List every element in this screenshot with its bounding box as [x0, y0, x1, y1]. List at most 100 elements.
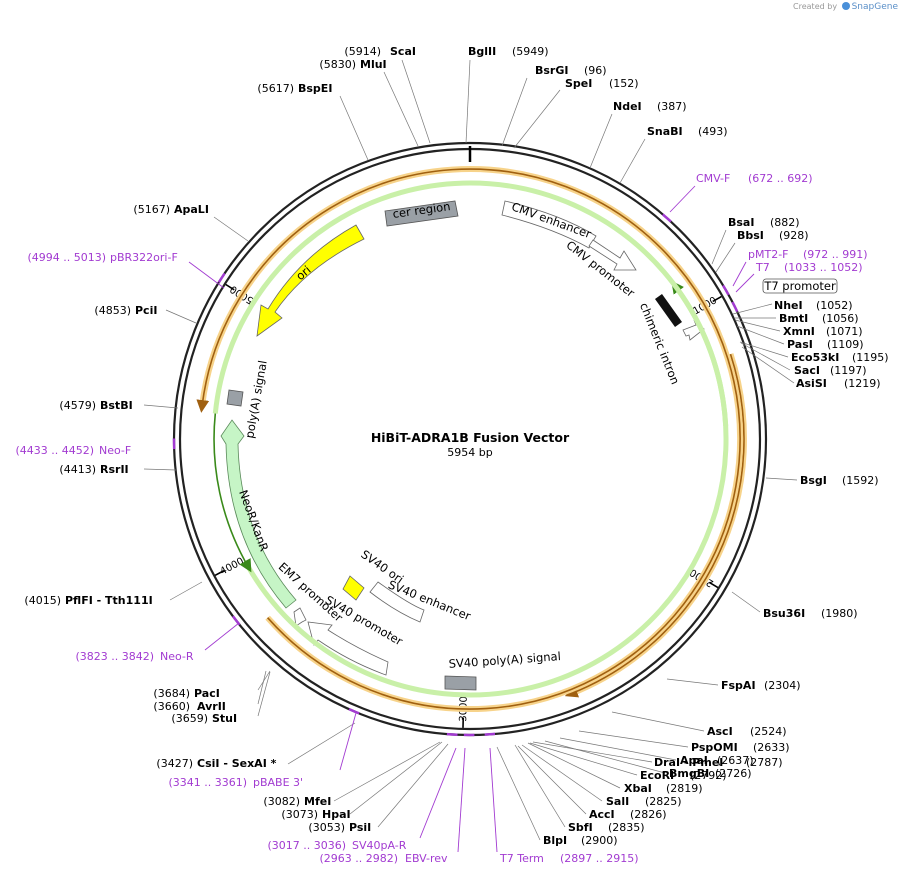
- primer-range: (3823 .. 3842): [75, 650, 154, 663]
- site-name[interactable]: BmtI: [779, 312, 808, 325]
- site-name[interactable]: CsiI - SexAI *: [197, 757, 277, 770]
- site-name[interactable]: Eco53kI: [791, 351, 839, 364]
- leader-line: [257, 670, 267, 705]
- site-name[interactable]: BstBI: [100, 399, 133, 412]
- primer-name[interactable]: CMV-F: [696, 172, 730, 185]
- leader-line: [544, 740, 666, 774]
- site-name[interactable]: PspOMI: [691, 741, 738, 754]
- site-name[interactable]: MfeI: [304, 795, 331, 808]
- site-name[interactable]: DraI - PmeI: [654, 756, 723, 769]
- site-leader-lines: [143, 59, 798, 841]
- feature-cer-region[interactable]: cer region: [384, 199, 459, 227]
- site-name[interactable]: XbaI: [624, 782, 652, 795]
- site-name[interactable]: SbfI: [568, 821, 593, 834]
- primer-name[interactable]: SV40pA-R: [352, 839, 407, 852]
- leader-line: [734, 319, 781, 332]
- site-name[interactable]: HpaI: [322, 808, 351, 821]
- site-name[interactable]: BmgBI: [669, 767, 709, 780]
- site-name[interactable]: SacI: [794, 364, 820, 377]
- site-name[interactable]: PflFI - Tth111I: [65, 594, 153, 607]
- cer-region-shape: [384, 200, 459, 227]
- leader-line: [532, 741, 653, 763]
- site-name[interactable]: ScaI: [390, 45, 416, 58]
- primer-name[interactable]: T7 Term: [499, 852, 544, 865]
- site-pos: (1592): [842, 474, 879, 487]
- primer-name[interactable]: Neo-R: [160, 650, 194, 663]
- bp-tick: [214, 569, 225, 577]
- site-pos: (2726): [715, 767, 752, 780]
- primer-leader: [419, 747, 457, 839]
- site-name[interactable]: BsrGI: [535, 64, 568, 77]
- site-name[interactable]: SnaBI: [647, 125, 683, 138]
- primer-leader: [204, 622, 240, 651]
- primer-name[interactable]: EBV-rev: [405, 852, 448, 865]
- green-left-halo: [212, 180, 729, 698]
- feature-t7-promoter[interactable]: T7 promoter: [762, 278, 838, 294]
- site-pos: (1197): [830, 364, 867, 377]
- site-pos: (882): [770, 216, 800, 229]
- credit-badge: Created by SnapGene: [793, 2, 898, 12]
- site-name[interactable]: ApaLI: [174, 203, 209, 216]
- site-name[interactable]: NdeI: [613, 100, 642, 113]
- site-pos: (1056): [822, 312, 859, 325]
- site-pos: (4853): [94, 304, 131, 317]
- site-name[interactable]: PciI: [135, 304, 157, 317]
- site-name[interactable]: AccI: [589, 808, 615, 821]
- site-name[interactable]: BbsI: [737, 229, 764, 242]
- site-pos: (2792): [690, 769, 727, 782]
- site-pos: (2524): [750, 725, 787, 738]
- feature-cmv-promoter[interactable]: CMV promoter: [564, 238, 638, 300]
- site-pos: (3659): [171, 712, 208, 725]
- site-name[interactable]: BsaI: [728, 216, 754, 229]
- leader-line: [496, 746, 541, 841]
- site-name[interactable]: BspEI: [298, 82, 332, 95]
- primer-range: (2897 .. 2915): [560, 852, 639, 865]
- site-name[interactable]: PasI: [787, 338, 813, 351]
- primer-name[interactable]: pBABE 3': [253, 776, 303, 789]
- site-name[interactable]: EcoRI: [640, 769, 674, 782]
- primer-name[interactable]: pMT2-F: [748, 248, 789, 261]
- site-name[interactable]: BglII: [468, 45, 496, 58]
- site-name[interactable]: AscI: [707, 725, 733, 738]
- primer-leader: [735, 273, 755, 293]
- site-name[interactable]: AvrII: [197, 700, 226, 713]
- primer-binding-mark: [722, 284, 730, 296]
- site-pos: (5949): [512, 45, 549, 58]
- site-pos: (4579): [59, 399, 96, 412]
- primer-range: (3017 .. 3036): [267, 839, 346, 852]
- site-name[interactable]: SpeI: [565, 77, 592, 90]
- primer-binding-mark: [661, 213, 672, 223]
- site-name[interactable]: FspAI: [721, 679, 756, 692]
- site-pos: (2819): [666, 782, 703, 795]
- site-name[interactable]: PacI: [194, 687, 220, 700]
- primer-name[interactable]: Neo-F: [99, 444, 131, 457]
- site-name[interactable]: AsiSI: [796, 377, 827, 390]
- site-name[interactable]: SalI: [606, 795, 629, 808]
- site-name[interactable]: RsrII: [100, 463, 129, 476]
- site-name[interactable]: PsiI: [349, 821, 371, 834]
- t7-promoter-box: [762, 278, 838, 294]
- t7-promoter-label: T7 promoter: [763, 279, 836, 293]
- primer-name[interactable]: pBR322ori-F: [110, 251, 178, 264]
- site-pos: (3684): [153, 687, 190, 700]
- site-name[interactable]: BsgI: [800, 474, 827, 487]
- site-pos: (2825): [645, 795, 682, 808]
- primer-binding-mark: [484, 732, 496, 736]
- feature-sv40-enhancer[interactable]: SV40 enhancer: [369, 577, 473, 623]
- primer-range: (2963 .. 2982): [319, 852, 398, 865]
- primer-leader: [188, 261, 225, 289]
- site-name[interactable]: Bsu36I: [763, 607, 805, 620]
- site-name[interactable]: ApaI: [680, 754, 708, 767]
- site-name[interactable]: StuI: [212, 712, 237, 725]
- primer-name[interactable]: T7: [755, 261, 770, 274]
- site-name[interactable]: XmnI: [783, 325, 815, 338]
- site-name[interactable]: NheI: [774, 299, 803, 312]
- feature-chimeric-intron[interactable]: chimeric intron: [637, 294, 682, 386]
- polya-signal-shape: [226, 389, 244, 407]
- snapgene-logo-icon: [841, 2, 850, 10]
- plasmid-name: HiBiT-ADRA1B Fusion Vector: [371, 430, 570, 445]
- site-pos: (2826): [630, 808, 667, 821]
- site-pos: (2787): [746, 756, 783, 769]
- site-name[interactable]: BlpI: [543, 834, 567, 847]
- site-name[interactable]: MluI: [360, 58, 387, 71]
